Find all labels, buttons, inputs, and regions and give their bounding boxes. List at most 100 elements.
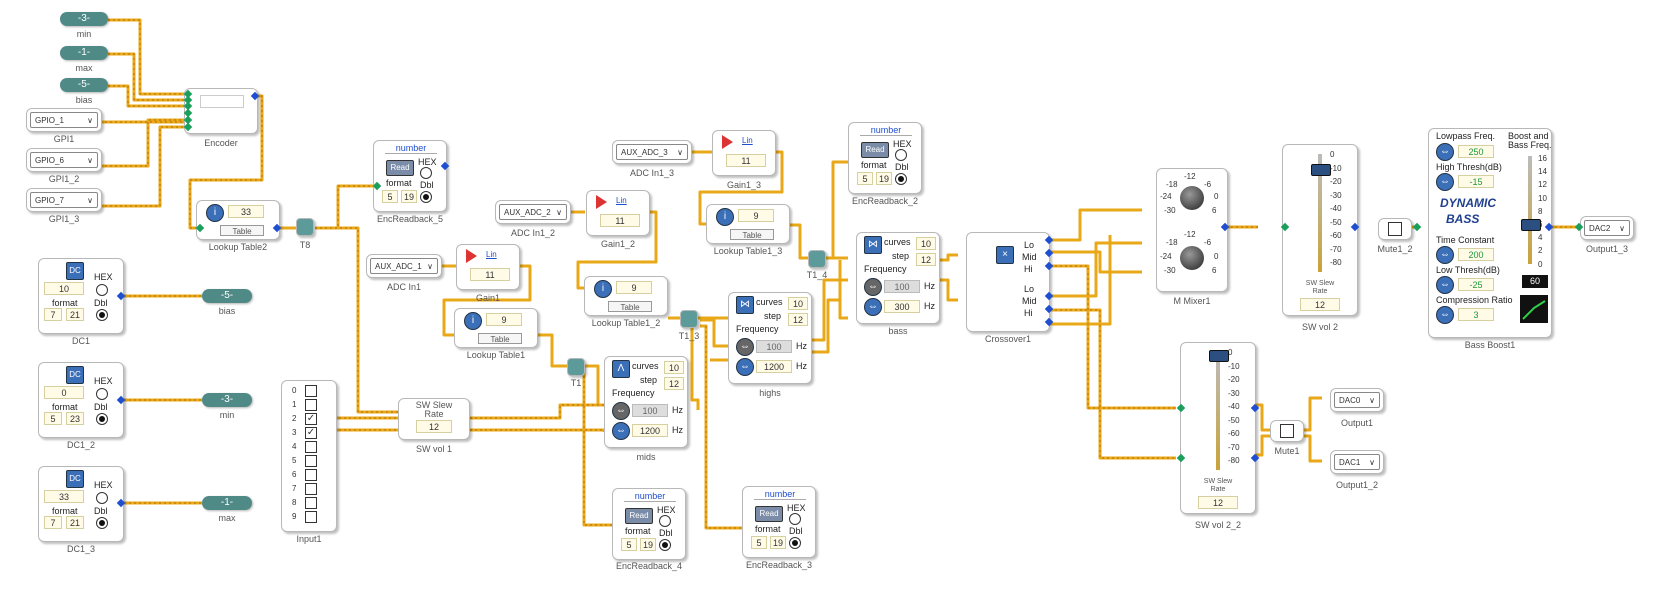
highs-f1-value[interactable]: 100 xyxy=(756,340,792,353)
min-pill[interactable]: -3- xyxy=(60,12,108,26)
gpio-7-select[interactable]: GPIO_7∨ xyxy=(30,192,98,208)
encreadback3-dbl-radio[interactable] xyxy=(789,537,801,549)
encreadback3-read-button[interactable]: Read xyxy=(755,506,783,522)
encreadback2-dbl-radio[interactable] xyxy=(895,173,907,185)
bass-f2-icon[interactable]: ⇔ xyxy=(864,298,882,316)
encreadback5-dbl-radio[interactable] xyxy=(420,191,432,203)
bassboost-time-value[interactable]: 200 xyxy=(1458,248,1494,261)
dc1-a[interactable]: 7 xyxy=(44,308,62,321)
input1-row-checkbox[interactable] xyxy=(305,385,317,397)
bassboost-ratio-icon[interactable]: ⇔ xyxy=(1436,306,1454,324)
mids-step-value[interactable]: 12 xyxy=(664,377,684,390)
adc-in1-select[interactable]: AUX_ADC_1∨ xyxy=(370,258,438,274)
bassboost-lowpass-icon[interactable]: ⇔ xyxy=(1436,143,1454,161)
dc1-2-value[interactable]: 0 xyxy=(44,386,84,399)
info-icon[interactable]: i xyxy=(206,204,224,222)
gpio-1-select[interactable]: GPIO_1∨ xyxy=(30,112,98,128)
sw-vol1-block[interactable] xyxy=(398,398,470,440)
encreadback4-a[interactable]: 5 xyxy=(621,538,637,551)
bassboost-low-value[interactable]: -25 xyxy=(1458,278,1494,291)
gain1-lin-link[interactable]: Lin xyxy=(486,250,497,259)
t1-block[interactable] xyxy=(567,358,585,376)
dc1-b[interactable]: 21 xyxy=(66,308,84,321)
output1-2-select[interactable]: DAC1∨ xyxy=(1334,454,1380,470)
bassboost-lowpass-value[interactable]: 250 xyxy=(1458,145,1494,158)
bass-step-value[interactable]: 12 xyxy=(916,253,936,266)
encreadback5-b[interactable]: 19 xyxy=(401,190,417,203)
input1-row-checkbox[interactable] xyxy=(305,469,317,481)
t1-3-block[interactable] xyxy=(680,310,698,328)
encreadback4-read-button[interactable]: Read xyxy=(625,508,653,524)
t1-4-block[interactable] xyxy=(808,250,826,268)
gpio-6-select[interactable]: GPIO_6∨ xyxy=(30,152,98,168)
input1-row-checkbox[interactable] xyxy=(305,497,317,509)
dc1-2-dbl-radio[interactable] xyxy=(96,413,108,425)
lookup-table1-2-value[interactable]: 9 xyxy=(616,281,652,294)
encreadback5-a[interactable]: 5 xyxy=(382,190,398,203)
gain1-2-value[interactable]: 11 xyxy=(600,214,640,227)
mids-f1-icon[interactable]: ⇔ xyxy=(612,402,630,420)
bassboost-boost-fader[interactable] xyxy=(1521,219,1541,231)
output1-3-select[interactable]: DAC2∨ xyxy=(1584,220,1630,236)
sw-vol2-fader[interactable] xyxy=(1311,164,1331,176)
bass-f1-icon[interactable]: ⇔ xyxy=(864,278,882,296)
sw-vol2-value[interactable]: 12 xyxy=(1300,298,1340,311)
encreadback2-b[interactable]: 19 xyxy=(876,172,892,185)
dc1-3-value[interactable]: 33 xyxy=(44,490,84,503)
input1-row-checkbox[interactable] xyxy=(305,483,317,495)
encreadback4-hex-radio[interactable] xyxy=(659,515,671,527)
dc1-2-a[interactable]: 5 xyxy=(44,412,62,425)
dc1-3-b[interactable]: 21 xyxy=(66,516,84,529)
bassboost-high-icon[interactable]: ⇔ xyxy=(1436,173,1454,191)
lookup-table1-3-table-button[interactable]: Table xyxy=(730,229,774,240)
highs-f2-value[interactable]: 1200 xyxy=(756,360,792,373)
lookup-table2-value[interactable]: 33 xyxy=(228,205,264,218)
highs-curves-value[interactable]: 10 xyxy=(788,297,808,310)
dc1-3-dbl-radio[interactable] xyxy=(96,517,108,529)
lookup-table1-3-value[interactable]: 9 xyxy=(738,209,774,222)
bass-f1-value[interactable]: 100 xyxy=(884,280,920,293)
mids-curves-value[interactable]: 10 xyxy=(664,361,684,374)
output1-select[interactable]: DAC0∨ xyxy=(1334,392,1380,408)
dc1-value[interactable]: 10 xyxy=(44,282,84,295)
encreadback5-hex-radio[interactable] xyxy=(420,167,432,179)
highs-step-value[interactable]: 12 xyxy=(788,313,808,326)
dc1-2-b[interactable]: 23 xyxy=(66,412,84,425)
input1-row-checkbox[interactable] xyxy=(305,511,317,523)
encreadback5-read-button[interactable]: Read xyxy=(386,160,414,176)
dc1-hex-radio[interactable] xyxy=(96,284,108,296)
gain1-3-value[interactable]: 11 xyxy=(726,154,766,167)
adc-in1-3-select[interactable]: AUX_ADC_3∨ xyxy=(616,144,688,160)
info-icon[interactable]: i xyxy=(594,280,612,298)
bassboost-ratio-value[interactable]: 3 xyxy=(1458,308,1494,321)
encreadback3-hex-radio[interactable] xyxy=(789,513,801,525)
mids-f2-icon[interactable]: ⇔ xyxy=(612,422,630,440)
gain1-value[interactable]: 11 xyxy=(470,268,510,281)
dc1-3-hex-radio[interactable] xyxy=(96,492,108,504)
mids-f2-value[interactable]: 1200 xyxy=(632,424,668,437)
min-output-pill[interactable]: -3- xyxy=(202,393,252,407)
sw-vol2-2-value[interactable]: 12 xyxy=(1198,496,1238,509)
lookup-table1-2-table-button[interactable]: Table xyxy=(608,301,652,312)
gain1-3-lin-link[interactable]: Lin xyxy=(742,136,753,145)
lookup-table1-value[interactable]: 9 xyxy=(486,313,522,326)
mute1-2-checkbox[interactable] xyxy=(1388,222,1402,236)
encreadback3-a[interactable]: 5 xyxy=(751,536,767,549)
sw-vol2-2-fader[interactable] xyxy=(1209,350,1229,362)
bass-f2-value[interactable]: 300 xyxy=(884,300,920,313)
dc1-3-a[interactable]: 7 xyxy=(44,516,62,529)
encreadback2-hex-radio[interactable] xyxy=(895,149,907,161)
encreadback3-b[interactable]: 19 xyxy=(770,536,786,549)
highs-f1-icon[interactable]: ⇔ xyxy=(736,338,754,356)
encoder-block[interactable] xyxy=(184,88,258,134)
info-icon[interactable]: i xyxy=(464,312,482,330)
encreadback2-read-button[interactable]: Read xyxy=(861,142,889,158)
dc1-2-hex-radio[interactable] xyxy=(96,388,108,400)
mute1-checkbox[interactable] xyxy=(1280,424,1294,438)
mixer-knob-2[interactable] xyxy=(1180,246,1204,270)
adc-in1-2-select[interactable]: AUX_ADC_2∨ xyxy=(499,204,567,220)
lookup-table1-table-button[interactable]: Table xyxy=(478,333,522,344)
mixer-knob-1[interactable] xyxy=(1180,186,1204,210)
input1-row-checkbox[interactable]: ✓ xyxy=(305,413,317,425)
input1-row-checkbox[interactable] xyxy=(305,455,317,467)
